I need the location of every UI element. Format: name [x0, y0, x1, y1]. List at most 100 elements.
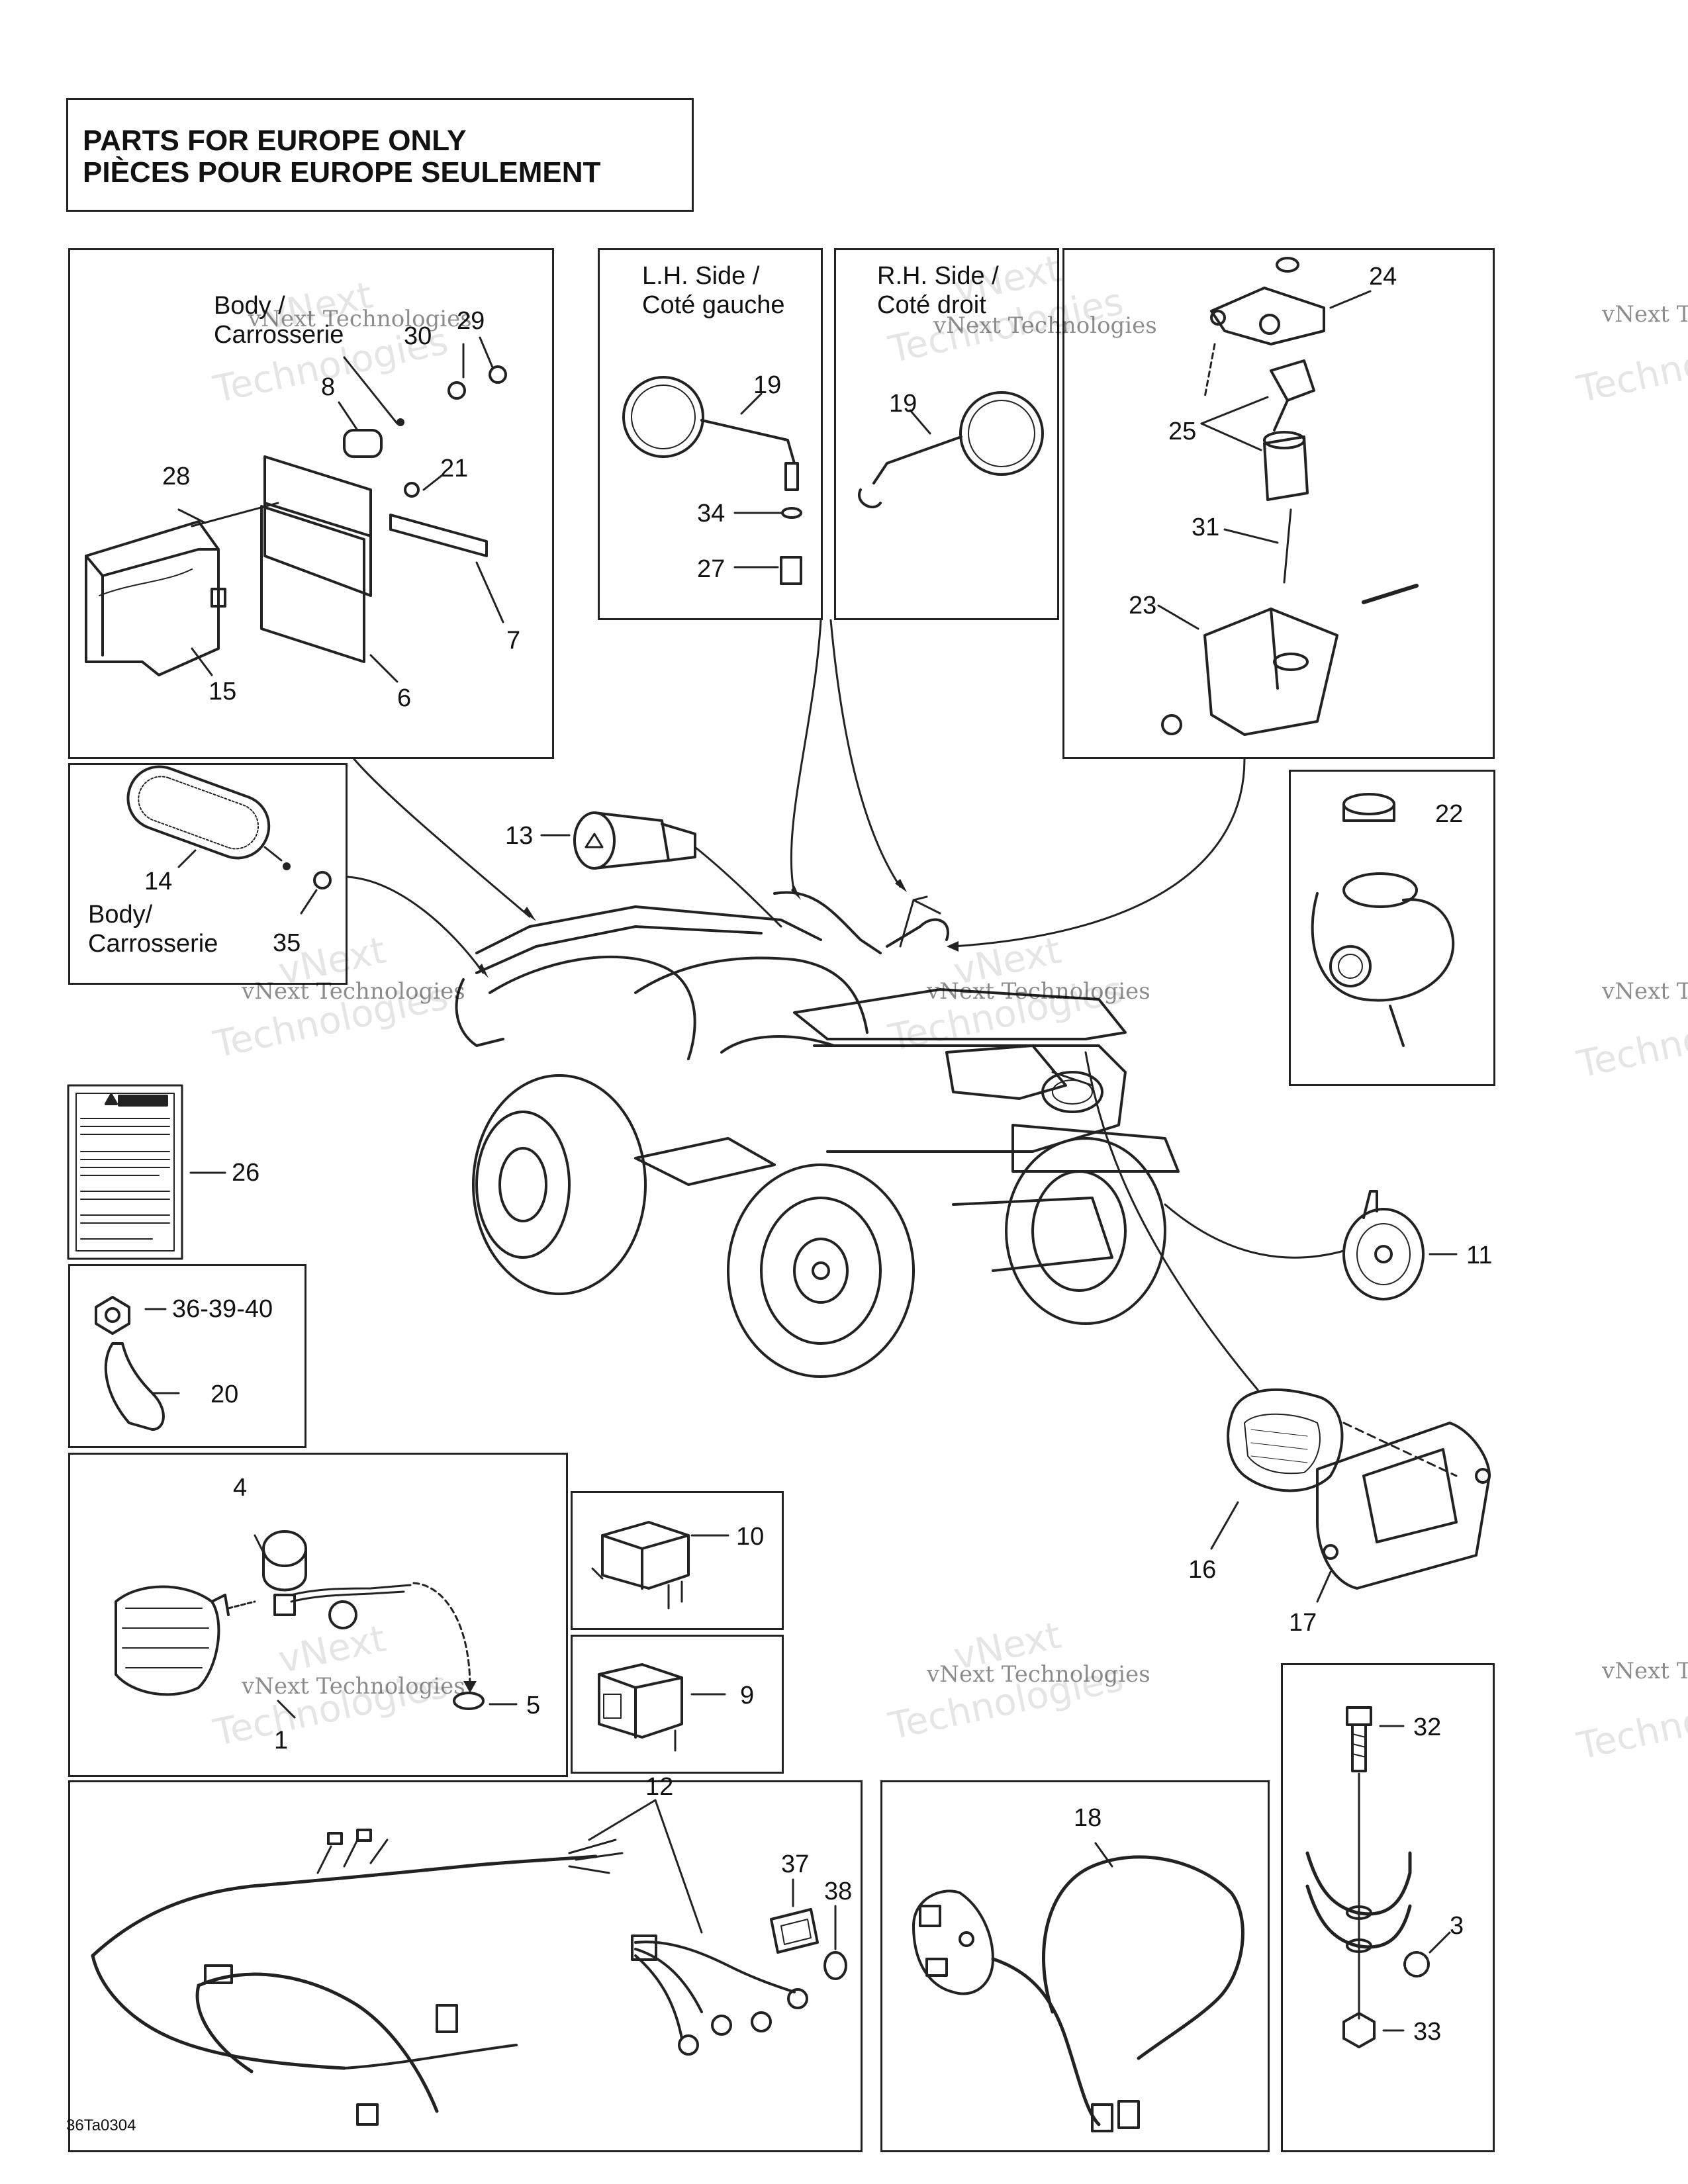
connector-cap-icon — [787, 1988, 808, 2009]
nut-icon — [328, 1600, 357, 1629]
part-number: 35 — [273, 929, 301, 957]
spacer-icon — [343, 429, 383, 458]
watermark-full: vNext Technologies — [1602, 978, 1688, 1005]
turn-signal-icon — [115, 1585, 256, 1696]
part-number: 24 — [1369, 263, 1397, 291]
part-number: 17 — [1289, 1609, 1317, 1637]
reflector-icon — [126, 765, 271, 860]
bolt-28-icon — [191, 502, 279, 527]
part-number: 20 — [211, 1381, 239, 1408]
panel-relay-9 — [571, 1635, 784, 1774]
flange-nut-icon — [95, 1296, 130, 1335]
part-number: 11 — [1466, 1242, 1493, 1269]
part-number: 29 — [457, 307, 485, 335]
part-number: 28 — [162, 463, 191, 490]
panel-rh-mirror — [834, 248, 1059, 620]
part-number: 4 — [233, 1474, 248, 1502]
ignition-switch-icon — [1263, 431, 1309, 501]
watermark-full: vNext Technologies — [248, 306, 472, 332]
handlebar-switch-icon — [912, 1889, 994, 1995]
nut-21-icon — [404, 482, 420, 498]
part-number: 27 — [697, 555, 726, 583]
license-plate-bracket-icon — [260, 455, 372, 663]
part-number: 5 — [526, 1692, 541, 1719]
part-number: 26 — [232, 1159, 260, 1187]
panel-tail-light — [68, 248, 554, 759]
part-number: 22 — [1435, 800, 1464, 828]
grommet-icon — [262, 1530, 307, 1616]
part-number: 18 — [1074, 1804, 1102, 1832]
warning-decal-icon — [67, 1084, 183, 1260]
part-number: 9 — [740, 1682, 755, 1709]
part-number: 12 — [645, 1773, 674, 1801]
ignition-bracket-icon — [1210, 257, 1325, 345]
part-number: 7 — [506, 627, 521, 655]
watermark-full: vNext Technologies — [1602, 1658, 1688, 1684]
part-number: 31 — [1192, 514, 1220, 541]
plate-strip-icon — [389, 514, 488, 557]
part-number: 37 — [781, 1850, 810, 1878]
panel-carburetor — [1289, 770, 1495, 1086]
watermark-full: vNext Technologies — [933, 312, 1157, 339]
ignition-cover-icon — [1203, 608, 1338, 736]
part-number: 14 — [144, 868, 173, 895]
panel-relay-10 — [571, 1491, 784, 1630]
panel-turn-signal — [68, 1453, 568, 1777]
connector-icon — [1091, 2103, 1113, 2132]
part-number: 19 — [753, 371, 782, 399]
label-body-carrosserie: Body / Carrosserie — [214, 292, 344, 349]
ground-bolt-icon — [1346, 1706, 1372, 1772]
part-number: 15 — [209, 678, 237, 705]
label-rh-side: R.H. Side / Coté droit — [877, 262, 999, 319]
part-number: 8 — [321, 373, 336, 401]
part-number: 10 — [736, 1523, 765, 1551]
lighter-socket-icon — [573, 811, 696, 870]
lh-mirror-icon — [622, 376, 802, 585]
headlight-bezel-icon — [1316, 1422, 1491, 1590]
watermark-full: vNext Technologies — [927, 1661, 1150, 1688]
watermark-full: vNext Technologies — [242, 1673, 465, 1700]
part-number: 25 — [1168, 418, 1197, 445]
part-number: 23 — [1129, 592, 1157, 619]
part-number: 1 — [274, 1727, 289, 1754]
tail-light-icon — [85, 520, 226, 676]
label-lh-side: L.H. Side / Coté gauche — [642, 262, 785, 319]
panel-ground — [1281, 1663, 1495, 2152]
part-number: 21 — [440, 455, 469, 482]
o-ring-38-icon — [823, 1951, 847, 1980]
lock-washer-icon — [1403, 1951, 1430, 1978]
part-number: 6 — [397, 684, 412, 712]
drawing-code: 36Ta0304 — [66, 2116, 136, 2134]
gasket-37-icon — [770, 1908, 819, 1954]
watermark-full: vNext Technologies — [242, 978, 465, 1005]
rh-mirror-icon — [858, 391, 1044, 508]
title-box: PARTS FOR EUROPE ONLY PIÈCES POUR EUROPE… — [66, 98, 694, 212]
part-number: 33 — [1413, 2018, 1442, 2046]
cable-tie-icon — [104, 1342, 165, 1431]
watermark-full: vNext Technologies — [1602, 301, 1688, 328]
nut-29-icon — [489, 365, 507, 384]
label-body-carrosserie: Body/ Carrosserie — [88, 901, 218, 958]
part-number: 16 — [1188, 1556, 1217, 1584]
nut-icon — [1161, 714, 1182, 735]
title-line-1: PARTS FOR EUROPE ONLY — [83, 124, 467, 157]
panel-ignition — [1062, 248, 1495, 759]
part-number: 13 — [505, 822, 534, 850]
part-number: 19 — [889, 390, 917, 418]
horn-icon — [1342, 1190, 1425, 1300]
part-number: 36-39-40 — [172, 1295, 273, 1323]
panel-fasteners — [68, 1264, 306, 1448]
panel-harness — [68, 1780, 863, 2152]
part-number: 3 — [1450, 1912, 1464, 1940]
title-line-2: PIÈCES POUR EUROPE SEULEMENT — [83, 156, 601, 189]
wiring-harness-icon — [91, 1829, 808, 2126]
part-number: 34 — [697, 500, 726, 527]
ignition-key-icon — [1270, 359, 1315, 432]
panel-lh-mirror — [598, 248, 823, 620]
part-number: 32 — [1413, 1713, 1442, 1741]
part-number: 30 — [404, 322, 432, 350]
nut-35-icon — [313, 871, 332, 889]
flange-nut-33-icon — [1342, 2012, 1376, 2048]
atv-vehicle-icon — [455, 891, 1180, 1378]
